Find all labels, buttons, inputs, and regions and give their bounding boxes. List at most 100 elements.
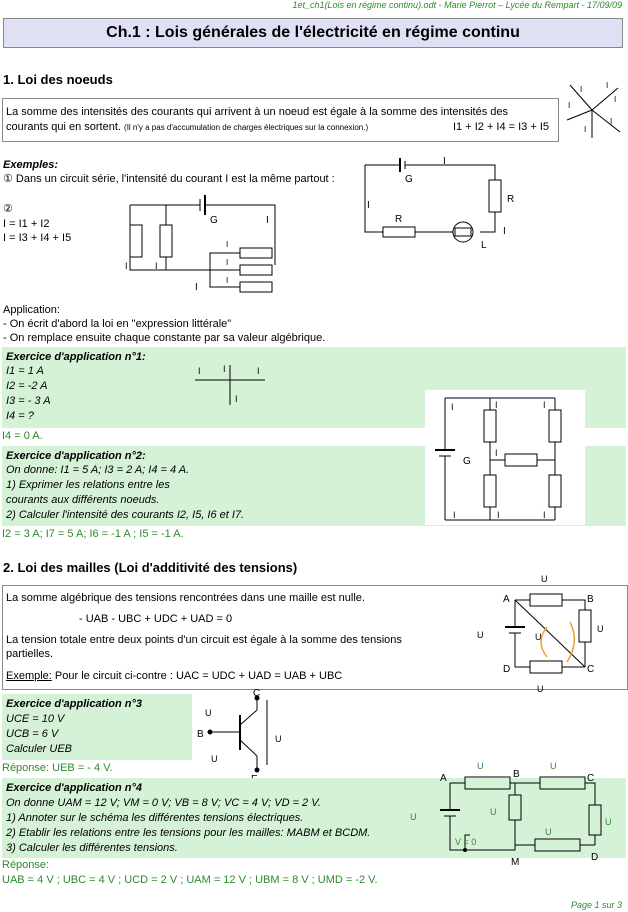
- loop-law-text: La somme algébrique des tensions rencont…: [6, 592, 365, 604]
- svg-text:I: I: [266, 215, 269, 226]
- svg-text:A: A: [503, 594, 510, 605]
- svg-text:U: U: [605, 817, 612, 827]
- exercise-1-line-2: I2 = -2 A: [6, 380, 48, 392]
- exercise-3-answer: Réponse: UEB = - 4 V.: [2, 762, 113, 774]
- node-law-text-2: courants qui en sortent. (Il n'y a pas d…: [6, 121, 369, 133]
- svg-text:U: U: [597, 624, 604, 634]
- example-2-number: ②: [3, 203, 13, 215]
- svg-text:C: C: [253, 688, 260, 699]
- svg-text:U: U: [545, 827, 552, 837]
- node-law-box: La somme des intensités des courants qui…: [2, 98, 559, 142]
- svg-text:I: I: [503, 226, 506, 237]
- svg-text:U: U: [275, 734, 282, 744]
- svg-text:I: I: [257, 366, 260, 376]
- svg-text:I: I: [443, 156, 446, 167]
- svg-text:I: I: [367, 200, 370, 211]
- svg-text:I: I: [226, 240, 228, 249]
- svg-text:I: I: [614, 95, 616, 104]
- examples-label: Exemples:: [3, 159, 59, 171]
- svg-text:U: U: [205, 708, 212, 718]
- svg-text:I: I: [223, 364, 226, 374]
- exercise-4-line-4: 3) Calculer les différentes tensions.: [6, 842, 178, 854]
- svg-text:I: I: [195, 282, 198, 293]
- application-step-1: - On écrit d'abord la loi en "expression…: [3, 318, 232, 330]
- svg-text:I: I: [610, 117, 612, 126]
- svg-text:U: U: [211, 754, 218, 764]
- svg-text:I: I: [226, 258, 228, 267]
- svg-text:G: G: [463, 456, 471, 467]
- exercise-4-line-3: 2) Etablir les relations entre les tensi…: [6, 827, 371, 839]
- exercise-4-line-1: On donne UAM = 12 V; VM = 0 V; VB = 8 V;…: [6, 797, 321, 809]
- svg-text:G: G: [405, 174, 413, 185]
- example-1-text: ① Dans un circuit série, l'intensité du …: [3, 173, 335, 185]
- exercise-2-line-1: On donne: I1 = 5 A; I3 = 2 A; I4 = 4 A.: [6, 464, 190, 476]
- svg-text:I: I: [495, 400, 498, 410]
- svg-text:D: D: [503, 664, 510, 675]
- svg-text:I: I: [451, 402, 454, 412]
- application-step-2: - On remplace ensuite chaque constante p…: [3, 332, 326, 344]
- svg-text:U: U: [410, 812, 417, 822]
- node-law-text: La somme des intensités des courants qui…: [6, 106, 509, 118]
- exercise-4-title: Exercice d'application n°4: [6, 782, 143, 794]
- exercise-1-answer: I4 = 0 A.: [2, 430, 43, 442]
- svg-text:I: I: [125, 261, 128, 271]
- application-label: Application:: [3, 304, 60, 316]
- svg-text:G: G: [210, 215, 218, 226]
- svg-text:C: C: [587, 773, 594, 784]
- svg-text:I: I: [606, 81, 608, 90]
- svg-text:I: I: [198, 366, 201, 376]
- exercise-1-node-diagram: I I I I: [195, 364, 265, 405]
- svg-text:U: U: [477, 761, 484, 771]
- svg-text:I: I: [580, 85, 582, 94]
- transistor-diagram: CBE UUU: [197, 688, 282, 785]
- exercise-2-line-3: courants aux différents noeuds.: [6, 494, 160, 506]
- exercise-3-panel: [2, 694, 192, 760]
- svg-text:V = 0: V = 0: [455, 837, 476, 847]
- loop-law-box: La somme algébrique des tensions rencont…: [2, 585, 628, 690]
- loop-law-text-2: La tension totale entre deux points d'un…: [6, 634, 402, 646]
- svg-text:I: I: [568, 101, 570, 110]
- svg-text:I: I: [543, 510, 546, 520]
- svg-text:L: L: [481, 240, 487, 251]
- svg-text:U: U: [535, 632, 542, 642]
- svg-text:B: B: [513, 769, 520, 780]
- exercise-1-line-1: I1 = 1 A: [6, 365, 44, 377]
- exercise-2-line-4: 2) Calculer l'intensité des courants I2,…: [6, 509, 245, 521]
- svg-text:R: R: [507, 194, 514, 205]
- section-2-heading: 2. Loi des mailles (Loi d'additivité des…: [3, 560, 298, 575]
- svg-text:B: B: [587, 594, 594, 605]
- example-2-eq1: I = I1 + I2: [3, 218, 50, 230]
- svg-text:C: C: [587, 664, 594, 675]
- svg-text:B: B: [197, 729, 204, 740]
- svg-text:U: U: [477, 630, 484, 640]
- svg-text:I: I: [453, 510, 456, 520]
- loop-law-equation: - UAB - UBC + UDC + UAD = 0: [79, 613, 233, 625]
- svg-text:D: D: [591, 852, 598, 863]
- node-law-equation: I1 + I2 + I4 = I3 + I5: [453, 121, 550, 133]
- svg-text:I: I: [226, 276, 228, 285]
- exercise-4-answer: UAB = 4 V ; UBC = 4 V ; UCD = 2 V ; UAM …: [2, 874, 378, 886]
- loop-law-example: Exemple: Pour le circuit ci-contre : UAC…: [6, 670, 343, 682]
- exercise-2-answer: I2 = 3 A; I7 = 5 A; I6 = -1 A ; I5 = -1 …: [2, 528, 184, 540]
- example-2-eq2: I = I3 + I4 + I5: [3, 232, 72, 244]
- exercise-3-line-2: UCB = 6 V: [6, 728, 59, 740]
- loop-law-text-3: partielles.: [6, 648, 54, 660]
- svg-text:U: U: [490, 807, 497, 817]
- page-title: Ch.1 : Lois générales de l'électricité e…: [3, 18, 623, 48]
- svg-text:R: R: [395, 214, 402, 225]
- svg-text:I: I: [584, 125, 586, 134]
- svg-text:I: I: [235, 394, 238, 404]
- exercise-3-line-3: Calculer UEB: [6, 743, 73, 755]
- page-header: 1et_ch1(Lois en régime continu).odt - Ma…: [292, 0, 622, 10]
- exercise-4-line-2: 1) Annoter sur le schéma les différentes…: [6, 812, 304, 824]
- exercise-1-line-4: I4 = ?: [6, 410, 34, 422]
- svg-text:I: I: [495, 448, 498, 458]
- svg-text:I: I: [497, 510, 500, 520]
- exercise-2-line-2: 1) Exprimer les relations entre les: [6, 479, 170, 491]
- svg-text:U: U: [541, 574, 548, 584]
- svg-text:M: M: [511, 857, 519, 868]
- svg-text:U: U: [550, 761, 557, 771]
